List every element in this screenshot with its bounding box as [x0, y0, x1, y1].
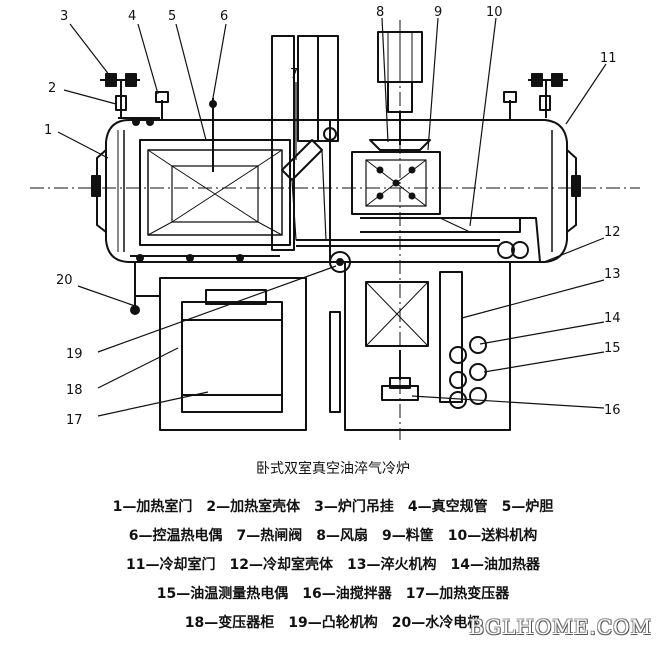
callout-10: 10 [486, 5, 503, 20]
door-hanger [100, 73, 140, 118]
callout-5: 5 [168, 9, 176, 24]
callout-13: 13 [604, 267, 621, 282]
legend-item: 13—淬火机构 [347, 557, 437, 573]
callout-14: 14 [604, 311, 621, 326]
callout-6: 6 [220, 9, 228, 24]
feeding-mechanism [296, 217, 541, 263]
legend-item: 4—真空规管 [407, 499, 488, 515]
callout-18: 18 [66, 383, 83, 398]
legend-item: 1—加热室门 [112, 499, 193, 515]
cooling-chamber-door [566, 149, 581, 233]
heating-rollers [130, 254, 280, 262]
legend-item: 19—凸轮机构 [288, 615, 378, 631]
legend-item: 20—水冷电极 [391, 615, 482, 631]
legend-row-2: 6—控温热电偶 7—热闸阀 8—风扇 9—料筐 10—送料机构 [0, 525, 666, 545]
heat-gate-valve [271, 35, 339, 251]
legend-item: 6—控温热电偶 [128, 528, 223, 544]
legend-item: 9—料筐 [382, 528, 434, 544]
heating-shell-flange-bolts [118, 117, 160, 126]
transformer-cabinet [159, 277, 307, 431]
watermark: BGLHOME.COM [469, 615, 652, 639]
vacuum-gauge [155, 91, 169, 120]
callout-17: 17 [66, 413, 83, 428]
legend-item: 17—加热变压器 [405, 586, 510, 602]
legend-item: 16—油搅拌器 [302, 586, 392, 602]
callout-8: 8 [376, 5, 384, 20]
oil-heaters [449, 336, 487, 409]
legend-item: 5—炉胆 [501, 499, 554, 515]
legend-row-3: 11—冷却室门 12—冷却室壳体 13—淬火机构 14—油加热器 [0, 554, 666, 574]
legend-row-4: 15—油温测量热电偶 16—油搅拌器 17—加热变压器 [0, 583, 666, 603]
callout-19: 19 [66, 347, 83, 362]
legend-item: 10—送料机构 [447, 528, 538, 544]
cam-mechanism [329, 251, 351, 273]
quench-tank [329, 262, 511, 431]
callout-2: 2 [48, 81, 56, 96]
legend-item: 18—变压器柜 [184, 615, 275, 631]
callout-3: 3 [60, 9, 68, 24]
legend-item: 15—油温测量热电偶 [156, 586, 289, 602]
legend-item: 12—冷却室壳体 [229, 557, 333, 573]
legend-item: 2—加热室壳体 [206, 499, 301, 515]
cooling-door-hanger [503, 73, 568, 120]
leader-lines [57, 17, 607, 417]
figure-caption: 卧式双室真空油淬气冷炉 [256, 461, 410, 477]
thermocouple [209, 98, 217, 172]
water-cooled-electrode [130, 262, 160, 315]
legend-item: 8—风扇 [316, 528, 368, 544]
furnace-diagram: 3 4 5 6 7 8 9 10 2 1 11 12 13 14 15 16 2… [30, 5, 640, 440]
callout-4: 4 [128, 9, 136, 24]
material-basket [351, 151, 441, 215]
callout-11: 11 [600, 51, 617, 66]
callout-1: 1 [44, 123, 52, 138]
callout-15: 15 [604, 341, 621, 356]
cooling-chamber-shell [330, 119, 568, 263]
legend-item: 14—油加热器 [450, 557, 540, 573]
legend-item: 3—炉门吊挂 [314, 499, 394, 515]
furnace-liner [139, 139, 291, 246]
heating-chamber-shell [105, 119, 331, 263]
legend-item: 7—热闸阀 [236, 528, 303, 544]
legend-item: 11—冷却室门 [126, 557, 216, 573]
callout-20: 20 [56, 273, 73, 288]
callout-12: 12 [604, 225, 621, 240]
callout-9: 9 [434, 5, 442, 20]
legend-row-5: 18—变压器柜 19—凸轮机构 20—水冷电极 [0, 612, 666, 632]
heating-chamber-door [91, 149, 107, 233]
legend-row-1: 1—加热室门 2—加热室壳体 3—炉门吊挂 4—真空规管 5—炉胆 [0, 496, 666, 516]
callout-16: 16 [604, 403, 621, 418]
callout-7: 7 [290, 67, 298, 82]
